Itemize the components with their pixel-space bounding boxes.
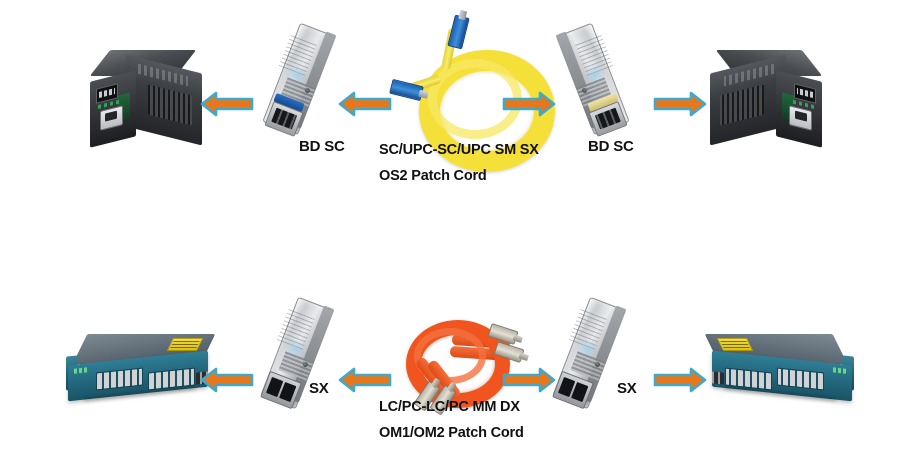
patch-cord-multimode-om1-om2 <box>392 312 542 416</box>
arrow-top-2-left <box>338 90 392 118</box>
network-switch-right <box>704 334 854 410</box>
arrow-top-4-right <box>653 90 707 118</box>
label-cord-singlemode-line2: OS2 Patch Cord <box>379 168 487 184</box>
media-converter-left <box>86 50 206 158</box>
label-cord-singlemode-line1: SC/UPC-SC/UPC SM SX <box>379 142 539 158</box>
label-sx-right: SX <box>617 380 637 397</box>
sfp-module-bdsc-left <box>258 22 344 142</box>
label-cord-multimode-line1: LC/PC-LC/PC MM DX <box>379 399 520 415</box>
label-bdsc-left: BD SC <box>299 138 345 155</box>
switch-top-label <box>716 338 754 351</box>
sfp-module-bdsc-right <box>548 22 634 142</box>
patch-cord-singlemode-os2 <box>389 14 555 172</box>
sc-upc-connector-a <box>447 14 470 50</box>
arrow-bottom-2-left <box>338 366 392 394</box>
label-bdsc-right: BD SC <box>588 138 634 155</box>
sfp-module-sx-right <box>548 296 634 416</box>
switch-top-label <box>166 338 204 351</box>
arrow-top-3-right <box>502 90 556 118</box>
network-switch-left <box>66 334 216 410</box>
label-sx-left: SX <box>309 380 329 397</box>
label-cord-multimode-line2: OM1/OM2 Patch Cord <box>379 425 524 441</box>
arrow-bottom-4-right <box>653 366 707 394</box>
media-converter-right <box>706 50 826 158</box>
switch-sfp-uplink-bay <box>712 371 724 385</box>
sfp-module-sx-left <box>256 296 342 416</box>
arrow-bottom-1-left <box>200 366 254 394</box>
arrow-top-1-left <box>200 90 254 118</box>
arrow-bottom-3-right <box>502 366 556 394</box>
